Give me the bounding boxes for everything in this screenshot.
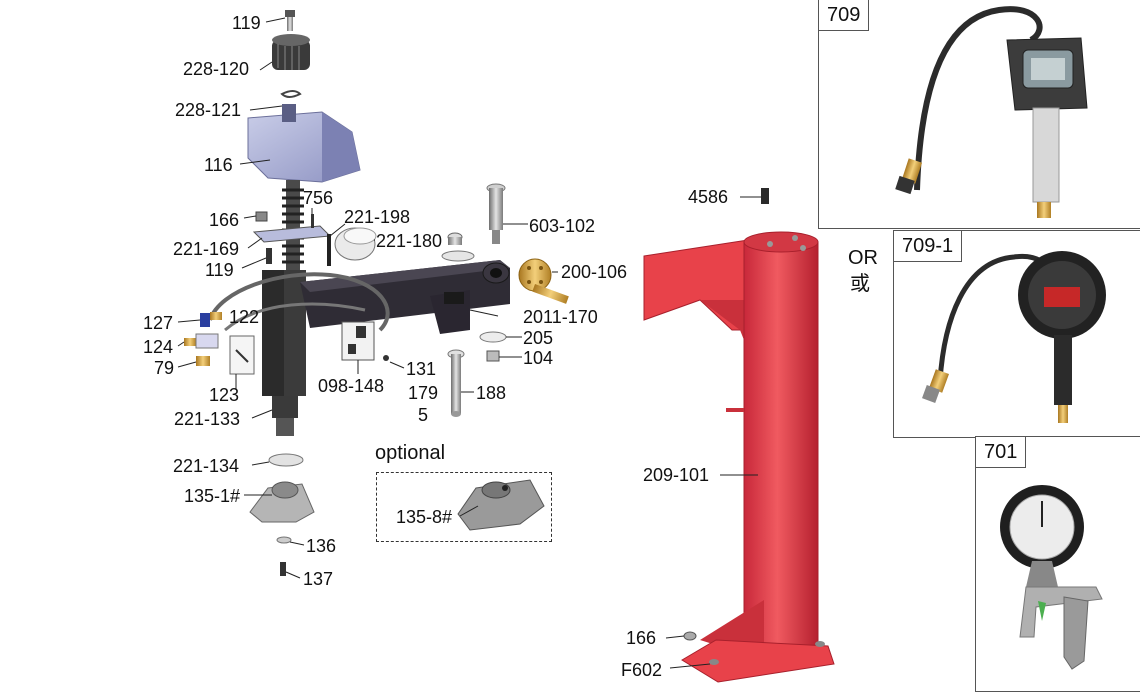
flange-200-106-part [518,258,569,304]
column-209-101-part [643,231,835,683]
washer-136-part [276,536,292,544]
part-label-119-top: 119 [232,13,261,33]
fitting-127-part [200,312,222,327]
part-label-2011-170: 2011-170 [523,307,598,327]
part-label-135-8: 135-8# [396,507,453,527]
spring-228-121-part [280,90,302,98]
optional-label: optional [375,442,446,464]
part-label-122: 122 [229,307,260,327]
part-label-756: 756 [303,188,334,208]
part-label-188: 188 [476,383,507,403]
part-label-131: 131 [406,359,437,379]
cylinder-221-180-part [334,227,377,261]
part-label-127: 127 [143,313,174,333]
mount-head-135-8-part [457,479,545,531]
bolt-137-part [280,562,286,576]
part-label-5: 5 [418,405,429,425]
inset-tag-709-1: 709-1 [893,230,963,262]
cover-116-part [247,104,361,183]
screw-131-part [383,355,389,361]
part-label-200-106: 200-106 [561,262,628,282]
or-label: OR [848,247,878,269]
part-label-221-198: 221-198 [344,207,411,227]
part-label-123: 123 [209,385,240,405]
round-digital-gauge-image [922,251,1106,423]
knob-228-120-part [272,34,310,70]
part-label-104: 104 [523,348,554,368]
inset-tag-709: 709 [818,0,870,31]
part-label-228-121: 228-121 [175,100,242,120]
inset-701: 701 [975,436,1140,692]
nut-104-part [486,350,500,362]
bushing-221-180-part [447,232,463,245]
part-label-221-169: 221-169 [173,239,240,259]
digital-tire-inflator-image [895,6,1088,218]
or-label-chinese: 或 [850,273,870,295]
part-label-124: 124 [143,337,174,357]
pin-756-part [311,214,314,228]
arm-2011-170-part [300,260,510,334]
inset-tag-701: 701 [975,436,1027,468]
air-hose-part [208,272,390,332]
part-label-166-base: 166 [626,628,657,648]
part-label-205: 205 [523,328,554,348]
part-label-098-148: 098-148 [318,376,385,396]
threaded-rod-part [282,180,304,272]
part-label-221-133: 221-133 [174,409,241,429]
valve-block-098-148-part [341,321,375,361]
part-label-4586: 4586 [688,187,729,207]
part-label-166-head: 166 [209,210,240,230]
part-label-179: 179 [408,383,439,403]
washer-top-part [441,250,475,262]
fitting-79-part [196,356,210,366]
plate-221-169-part [252,225,332,243]
optional-part-box [376,472,552,542]
hex-post-221-133-part [262,270,306,436]
bolt-119b-part [266,248,272,264]
pin-221-198-part [327,234,331,266]
inset-709: 709 [818,0,1140,229]
washer-205-part [479,331,507,343]
air-hose2-part [224,302,366,332]
part-label-221-180: 221-180 [376,231,443,251]
dial-tire-gauge-image [1000,485,1103,670]
pin-603-102-part [486,183,506,244]
part-label-221-134: 221-134 [173,456,240,476]
nut-166-part [255,211,268,222]
pin-188-part [447,349,465,417]
part-label-F602: F602 [621,660,663,680]
part-label-79: 79 [154,358,175,378]
valve-body-122-part [229,335,255,375]
part-label-116: 116 [204,155,233,175]
part-label-119: 119 [205,260,234,280]
bolt-4586-part [761,188,769,204]
part-label-136: 136 [306,536,337,556]
mount-head-135-1-part [249,481,315,523]
leader-lines [177,17,761,669]
fitting-124-part [184,333,219,349]
inset-709-1: 709-1 [893,230,1140,438]
part-label-137: 137 [303,569,334,589]
bolt-119-part [285,10,295,31]
part-label-228-120: 228-120 [183,59,250,79]
nut-166b-part [683,631,697,641]
part-label-209-101: 209-101 [643,465,710,485]
part-label-135-1: 135-1# [184,486,241,506]
washer-221-134-part [268,453,304,467]
part-label-603-102: 603-102 [529,216,596,236]
